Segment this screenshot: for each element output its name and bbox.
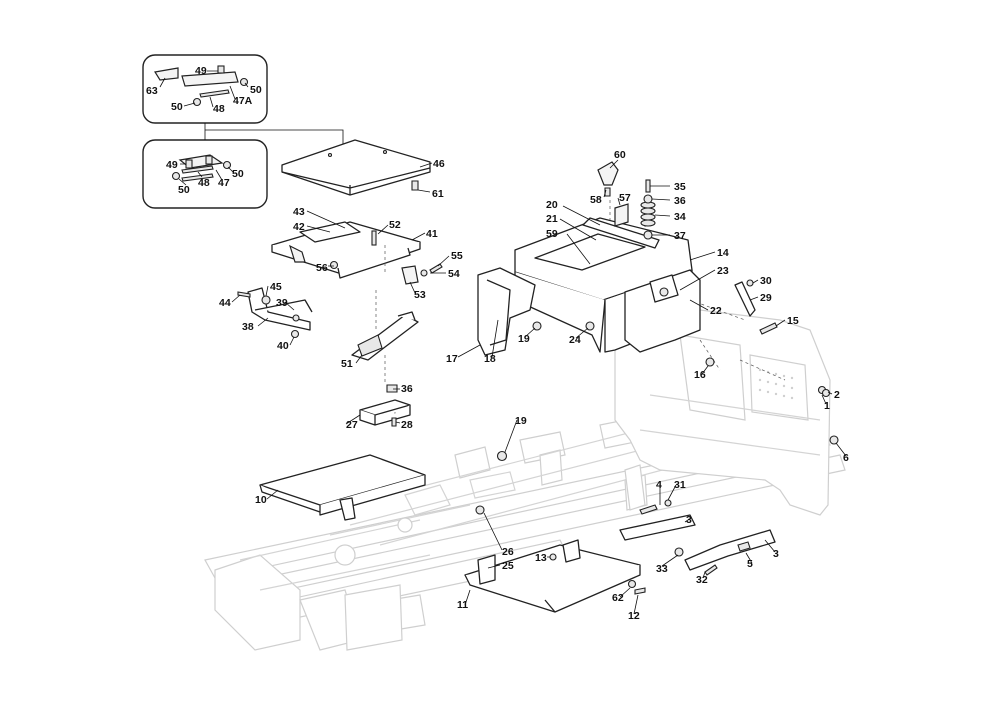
part-label: 25 xyxy=(502,560,514,572)
part-label: 31 xyxy=(674,479,686,491)
part-label: 39 xyxy=(276,297,288,309)
part-label: 60 xyxy=(614,149,626,161)
part-label: 12 xyxy=(628,610,640,622)
detail-callout-b xyxy=(142,139,268,209)
vent-grille xyxy=(758,368,794,400)
nut-56 xyxy=(329,260,339,270)
part-label: 14 xyxy=(717,247,729,259)
part-label: 43 xyxy=(293,206,305,218)
part-label: 62 xyxy=(612,592,624,604)
part-label: 38 xyxy=(242,321,254,333)
part-labels: 63 49 50 50 48 47A 49 50 48 47 50 46 61 … xyxy=(146,65,849,622)
part-label: 13 xyxy=(535,552,547,564)
part-label: 16 xyxy=(694,369,706,381)
part-label: 50 xyxy=(178,184,190,196)
part-label: 20 xyxy=(546,199,558,211)
part-label: 11 xyxy=(457,599,468,611)
part-label: 48 xyxy=(198,177,210,189)
part-label: 15 xyxy=(787,315,799,327)
part-label: 44 xyxy=(219,297,231,309)
part-label: 5 xyxy=(747,558,753,570)
part-label: 37 xyxy=(674,230,686,242)
part-label: 18 xyxy=(484,353,496,365)
part-label: 6 xyxy=(843,452,849,464)
part-label: 61 xyxy=(432,188,444,200)
bolt-55 xyxy=(429,263,443,274)
part-label: 3 xyxy=(773,548,779,560)
part-label: 36 xyxy=(674,195,686,207)
part-label: 22 xyxy=(710,305,722,317)
part-label: 33 xyxy=(656,563,668,575)
washer-54 xyxy=(420,269,428,277)
part-label: 40 xyxy=(277,340,289,352)
part-label: 47A xyxy=(233,95,253,107)
part-label: 59 xyxy=(546,228,558,240)
bar-3-lower xyxy=(674,529,776,576)
part-label: 34 xyxy=(674,211,686,223)
seat-plate xyxy=(281,139,431,196)
part-label: 57 xyxy=(619,192,631,204)
part-label: 27 xyxy=(346,419,358,431)
part-label: 32 xyxy=(696,574,708,586)
dash-housing xyxy=(477,161,839,445)
seat-lever xyxy=(351,311,419,361)
part-label: 50 xyxy=(250,84,262,96)
part-label: 58 xyxy=(590,194,602,206)
part-label: 52 xyxy=(389,219,401,231)
part-label: 17 xyxy=(446,353,458,365)
part-label: 29 xyxy=(760,292,772,304)
bracket-assembly xyxy=(237,287,313,339)
part-label: 55 xyxy=(451,250,463,262)
spring xyxy=(640,201,656,227)
part-label: 47 xyxy=(218,177,230,189)
part-label: 28 xyxy=(401,419,413,431)
part-label: 51 xyxy=(341,358,353,370)
part-label: 1 xyxy=(824,400,830,412)
part-label: 46 xyxy=(433,158,445,170)
foot-plate xyxy=(464,505,646,613)
part-label: 50 xyxy=(232,168,244,180)
leader-lines xyxy=(159,70,847,615)
part-label: 19 xyxy=(515,415,527,427)
part-label: 24 xyxy=(569,334,581,346)
bar-3-upper xyxy=(619,499,696,541)
part-label: 21 xyxy=(546,213,558,225)
part-label: 30 xyxy=(760,275,772,287)
part-label: 23 xyxy=(717,265,729,277)
part-label: 45 xyxy=(270,281,282,293)
part-label: 2 xyxy=(834,389,840,401)
clip-53 xyxy=(401,265,419,285)
part-label: 50 xyxy=(171,101,183,113)
part-label: 48 xyxy=(213,103,225,115)
detail-callout-a xyxy=(142,54,268,124)
part-label: 42 xyxy=(293,221,305,233)
part-label: 35 xyxy=(674,181,686,193)
part-label: 49 xyxy=(166,159,178,171)
part-label: 3 xyxy=(686,514,692,526)
part-label: 54 xyxy=(448,268,460,280)
part-label: 10 xyxy=(255,494,267,506)
part-label: 56 xyxy=(316,262,328,274)
part-label: 36 xyxy=(401,383,413,395)
part-label: 41 xyxy=(426,228,438,240)
part-label: 4 xyxy=(656,479,662,491)
part-label: 19 xyxy=(518,333,530,345)
part-label: 63 xyxy=(146,85,158,97)
part-label: 49 xyxy=(195,65,207,77)
part-label: 53 xyxy=(414,289,426,301)
front-plate xyxy=(259,450,508,521)
part-label: 26 xyxy=(502,546,514,558)
